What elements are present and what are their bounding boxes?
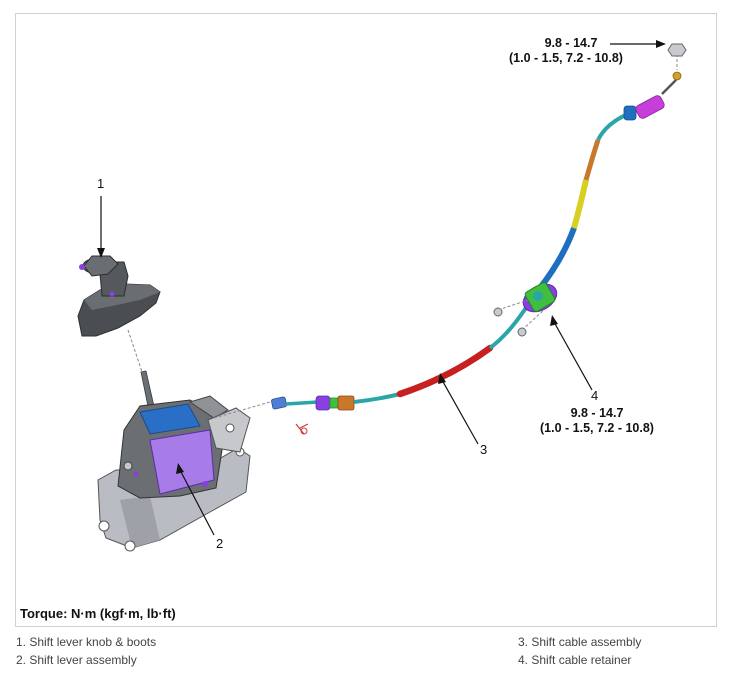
shift-lever-assembly — [97, 370, 251, 552]
shift-cable-retainer — [522, 282, 558, 313]
legend-left: 1. Shift lever knob & boots 2. Shift lev… — [16, 633, 156, 669]
torque-spec-top-nm: 9.8 - 14.7 — [544, 36, 598, 50]
assembly-guide-line — [521, 309, 545, 331]
assembly-guide-line — [127, 329, 143, 373]
torque-spec-top: 9.8 - 14.7 (1.0 - 1.5, 7.2 - 10.8) — [506, 36, 636, 66]
torque-spec-top-alt: (1.0 - 1.5, 7.2 - 10.8) — [509, 51, 623, 65]
legend-item: 4. Shift cable retainer — [518, 653, 632, 667]
assembly-guide-line — [497, 299, 529, 311]
cable-end-nut — [667, 43, 687, 57]
shift-knob-boot — [77, 255, 161, 337]
legend-item: 3. Shift cable assembly — [518, 635, 642, 649]
torque-spec-retainer: 9.8 - 14.7 (1.0 - 1.5, 7.2 - 10.8) — [530, 406, 664, 436]
leader-lines — [97, 40, 666, 536]
legend-item: 1. Shift lever knob & boots — [16, 635, 157, 649]
callout-1: 1 — [97, 176, 105, 191]
retainer-nut — [517, 327, 527, 337]
torque-spec-retainer-alt: (1.0 - 1.5, 7.2 - 10.8) — [540, 421, 654, 435]
retainer-nut — [493, 307, 503, 317]
shift-cable-assembly — [271, 71, 682, 411]
legend-item: 2. Shift lever assembly — [16, 653, 137, 667]
callout-3: 3 — [480, 442, 488, 457]
legend-right: 3. Shift cable assembly 4. Shift cable r… — [518, 633, 641, 669]
callout-4: 4 — [591, 388, 599, 403]
torque-spec-retainer-nm: 9.8 - 14.7 — [570, 406, 624, 420]
cable-clip — [295, 423, 309, 435]
torque-unit-label: Torque: N·m (kgf·m, lb·ft) — [20, 606, 176, 621]
callout-2: 2 — [216, 536, 224, 551]
